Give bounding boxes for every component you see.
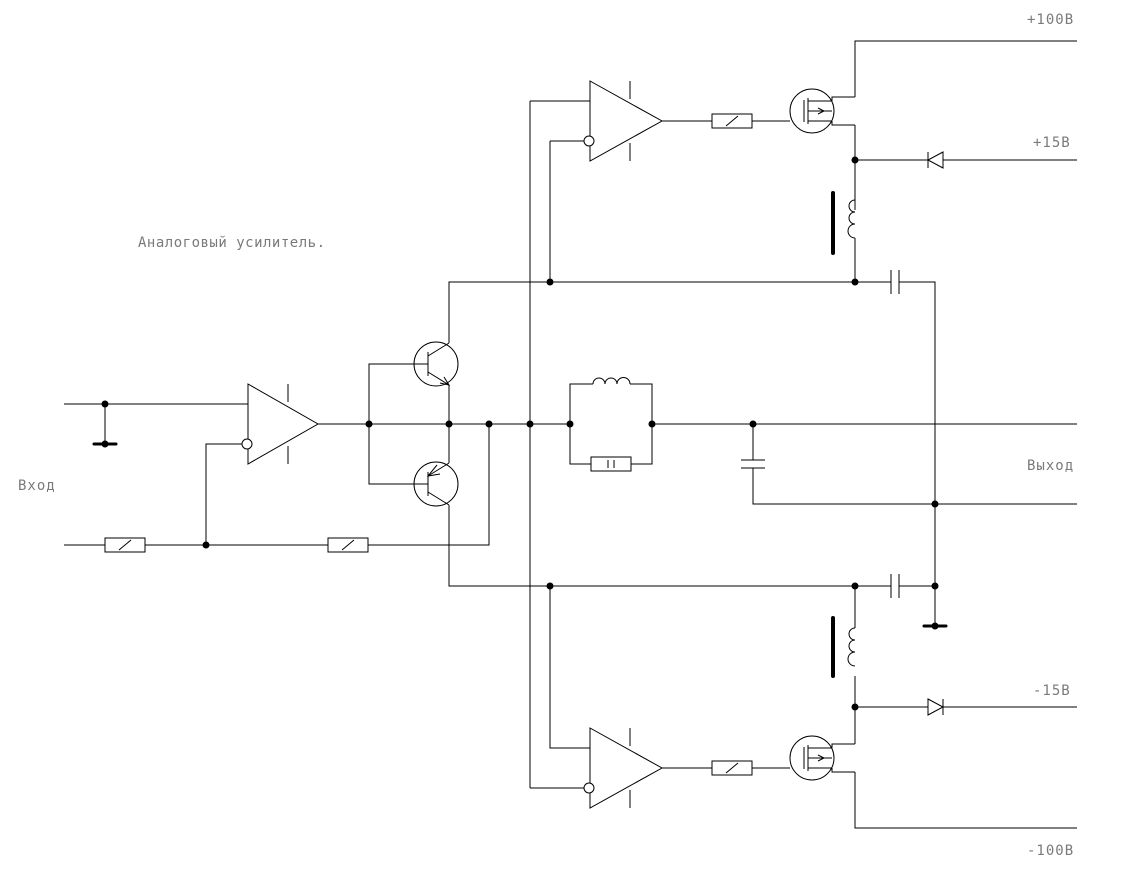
junction-dot [546,582,554,590]
resistor-icon [590,456,632,472]
junction-dot [101,440,109,448]
op-amp-icon [247,383,320,465]
junction-dot [365,420,373,428]
inductor-icon [592,377,631,385]
upper-driver [583,40,1077,586]
upper-rail-wire [448,281,855,343]
minus-100v-label: -100В [1027,843,1074,859]
output-label: Выход [1027,458,1074,474]
output-filter [566,377,1077,508]
junction-dot [101,400,109,408]
lower-driver [583,574,1077,829]
input-label: Вход [18,478,56,494]
diode-icon [927,698,945,716]
plus-100v-wire [854,40,1077,97]
input-stage [64,383,490,553]
junction-dot [546,278,554,286]
op-amp-icon [589,727,664,809]
minus-100v-wire [854,772,1077,829]
bjt-base-wires [368,363,414,485]
plus-100v-label: +100В [1027,12,1074,28]
inductor-icon [847,627,856,667]
inductor-icon [847,199,856,239]
output-capacitor-icon [741,424,1077,505]
input-wire-bottom [64,424,490,546]
minus-15v-label: -15В [1033,683,1071,699]
bjt-stage [365,281,855,587]
junction-dot [566,420,574,428]
capacitor-icon [890,270,900,294]
diagram-title: Аналоговый усилитель. [138,235,326,251]
lower-rail-wire [448,505,855,587]
plus-15v-label: +15В [1033,135,1071,151]
capacitor-icon [890,574,900,598]
feedback-wire [205,443,242,545]
diode-icon [926,151,944,169]
op-amp-icon [589,80,664,162]
